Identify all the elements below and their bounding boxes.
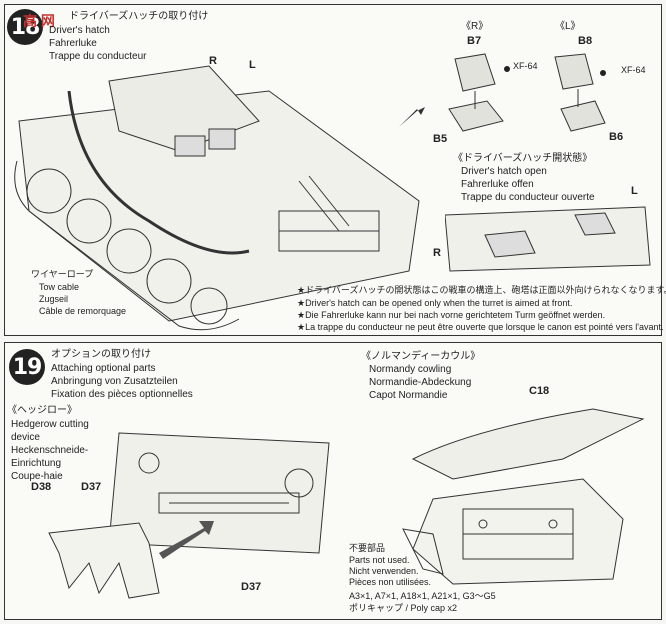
xf64-label-1: XF-64 [513, 61, 538, 71]
cowling-jp: 《ノルマンディーカウル》 [361, 351, 481, 362]
open-label-l: L [631, 185, 638, 197]
step-19-number-badge: 19 [9, 349, 45, 385]
note-fr: ★La trappe du conducteur ne peut être ou… [297, 322, 664, 332]
step-18-title-en: Driver's hatch [49, 25, 110, 36]
hatch-open-drawing [445, 206, 651, 272]
step-18-title-fr: Trappe du conducteur [49, 51, 147, 62]
hedgerow-en2: device [11, 432, 40, 443]
hedgerow-drawing [48, 432, 330, 599]
note-de: ★Die Fahrerluke kann nur bei nach vorne … [297, 310, 606, 320]
note-en: ★Driver's hatch can be opened only when … [297, 298, 573, 308]
step-18-number-badge: 18 [7, 9, 43, 45]
step-19-title-en: Attaching optional parts [51, 363, 156, 374]
part-r-bracket: 《R》 [461, 21, 489, 32]
hatch-open-fr: Trappe du conducteur ouverte [461, 192, 595, 203]
hatch-open-de: Fahrerluke offen [461, 179, 534, 190]
hedgerow-de2: Einrichtung [11, 458, 62, 469]
step-19-title-fr: Fixation des pièces optionnelles [51, 389, 193, 400]
part-b7: B7 [467, 35, 482, 47]
part-d38: D38 [31, 481, 52, 493]
hatch-parts-drawing [448, 53, 606, 132]
tank-hull-drawing [14, 65, 420, 331]
step-19-title-jp: オプションの取り付け [51, 349, 151, 360]
unused-parts-list: A3×1, A7×1, A18×1, A21×1, G3～G5 [349, 591, 496, 601]
cowling-de: Normandie-Abdeckung [369, 377, 472, 388]
part-c18: C18 [529, 385, 550, 397]
unused-jp: 不要部品 [349, 543, 386, 553]
tow-cable-fr: Câble de remorquage [39, 306, 127, 316]
cowling-en: Normandy cowling [369, 364, 452, 375]
hull-label-l: L [249, 59, 256, 71]
polycap-label: ポリキャップ / Poly cap x2 [349, 603, 458, 613]
watermark-text: 高 网 [23, 13, 55, 29]
tow-cable-jp: ワイヤーロープ [31, 269, 94, 279]
hatch-open-en: Driver's hatch open [461, 166, 547, 177]
part-b5: B5 [433, 133, 448, 145]
part-d37-bottom: D37 [241, 581, 262, 593]
part-b6: B6 [609, 131, 624, 143]
tow-cable-en: Tow cable [39, 282, 80, 292]
hedgerow-jp: 《ヘッジロー》 [7, 405, 77, 416]
step-19-title-de: Anbringung von Zusatzteilen [51, 376, 178, 387]
step-18-title-jp: ドライバーズハッチの取り付け [69, 11, 209, 22]
cowling-drawing [402, 408, 645, 585]
step-19-panel: 19 オプションの取り付け Attaching optional parts A… [4, 342, 662, 620]
note-jp: ★ドライバーズハッチの開状態はこの戦車の構造上、砲塔は正面以外向けられなくなりま… [297, 285, 666, 295]
xf64-label-2: XF-64 [621, 65, 646, 75]
tow-cable-de: Zugseil [39, 294, 69, 304]
unused-en: Parts not used. [349, 555, 410, 565]
hull-label-r: R [209, 55, 217, 67]
part-l-bracket: 《L》 [555, 21, 581, 32]
hedgerow-de: Heckenschneide- [11, 445, 89, 456]
cowling-fr: Capot Normandie [369, 390, 448, 401]
hedgerow-en: Hedgerow cutting [11, 419, 89, 430]
unused-fr: Pièces non utilisées. [349, 577, 432, 587]
step-18-panel: 18 高 网 ドライバーズハッチの取り付け Driver's hatch Fah… [4, 4, 666, 336]
part-b8: B8 [578, 35, 593, 47]
step-18-title-de: Fahrerluke [49, 38, 97, 49]
hedgerow-fr: Coupe-haie [11, 471, 63, 482]
unused-de: Nicht verwenden. [349, 566, 419, 576]
direction-arrow-icon [399, 107, 425, 127]
hatch-open-jp: 《ドライバーズハッチ開状態》 [453, 153, 593, 164]
part-d37-top: D37 [81, 481, 102, 493]
open-label-r: R [433, 247, 441, 259]
